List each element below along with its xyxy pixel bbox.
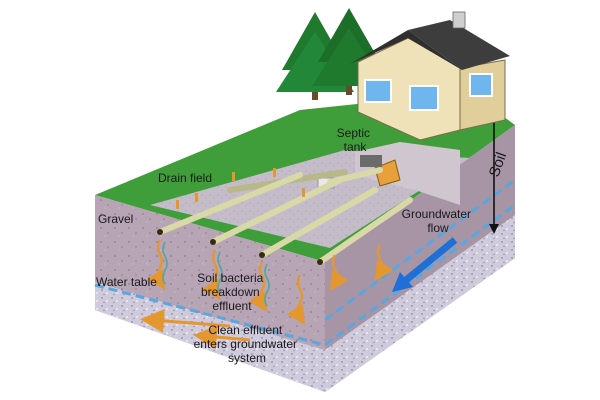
pipe-end-caps <box>157 229 323 265</box>
water-table-label: Water table <box>96 275 157 289</box>
drain-field-label: Drain field <box>158 171 212 185</box>
effluent-arrows-teal <box>162 241 270 307</box>
septic-tank-lid <box>360 155 382 167</box>
effluent-arrows <box>146 239 394 325</box>
gravel-layer-right <box>325 215 515 392</box>
vent-markers <box>176 168 305 209</box>
house-icon <box>350 11 510 141</box>
groundwater-flow-label: Groundwater flow <box>402 207 475 235</box>
septic-tank-label: Septic tank <box>337 126 374 154</box>
flow-arrow-icon <box>392 237 458 292</box>
clean-effluent-label: Clean effluent enters groundwater system <box>194 323 301 365</box>
water-table-line <box>94 203 516 347</box>
gravel-label: Gravel <box>98 212 133 226</box>
clean-effluent-arrows <box>140 308 251 350</box>
soil-bacteria-label: Soil bacteria breakdown effluent <box>197 271 266 313</box>
groundwater-line-upper <box>324 178 516 322</box>
drain-pipe-icon <box>157 167 413 265</box>
